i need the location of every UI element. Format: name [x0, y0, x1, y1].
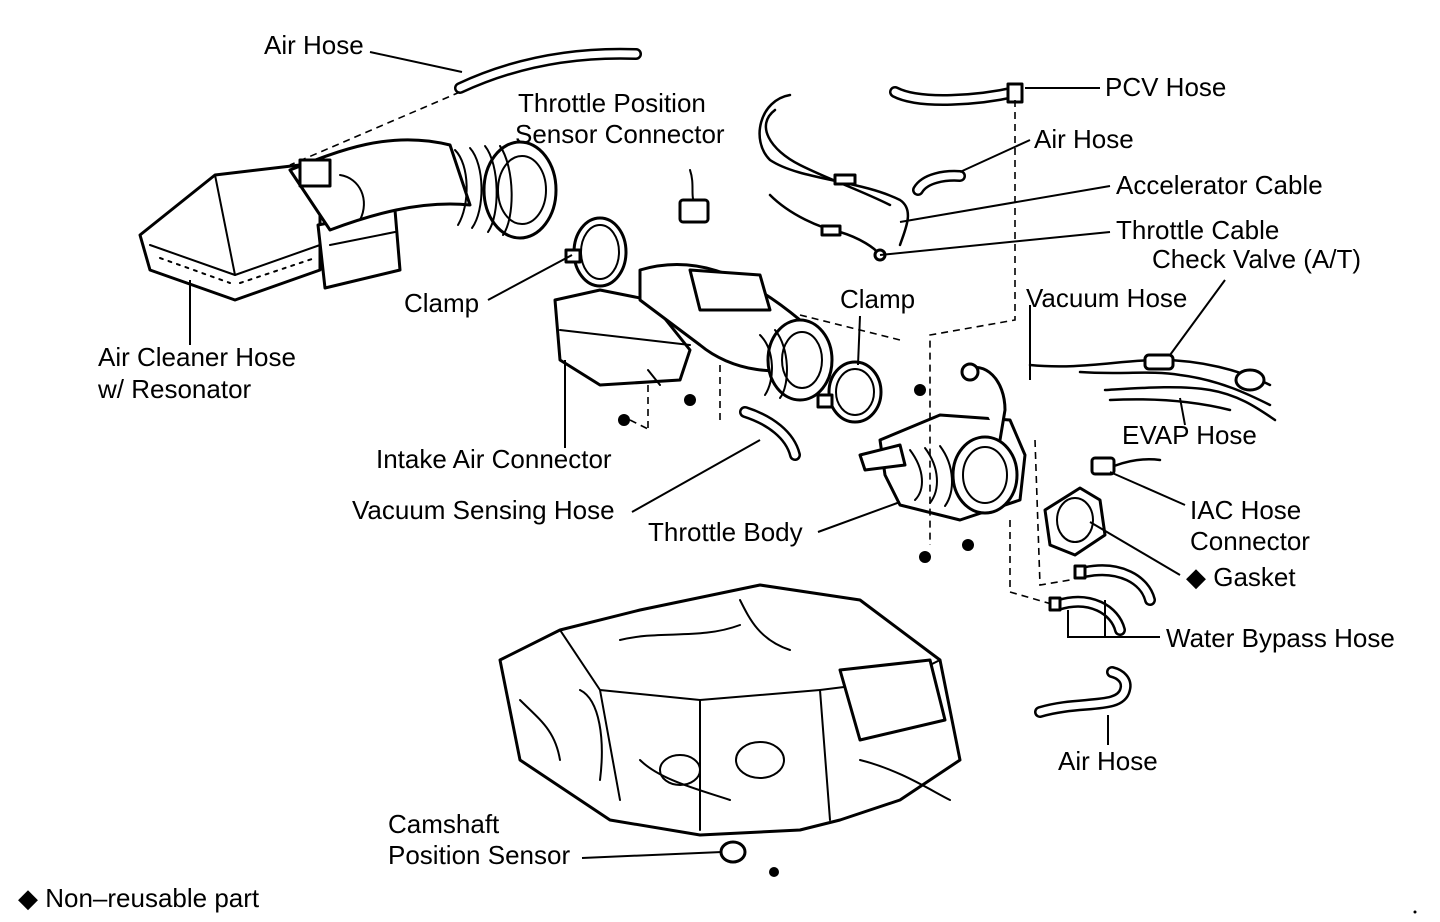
vacuum-hose-bundle-part	[1028, 353, 1277, 422]
label-check-valve: Check Valve (A/T)	[1152, 244, 1361, 274]
air-hose-top-part	[454, 47, 642, 94]
label-air-hose-right: Air Hose	[1034, 124, 1134, 154]
legend-non-reusable-part: ◆ Non–reusable part	[18, 883, 260, 913]
leader-lines	[189, 51, 1226, 859]
camshaft-sensor-part	[719, 840, 779, 877]
label-clamp-left: Clamp	[404, 288, 479, 318]
label-throttle-body: Throttle Body	[648, 517, 803, 547]
label-air-hose-top: Air Hose	[264, 30, 364, 60]
label-tps-connector-line1: Throttle Position	[518, 88, 706, 118]
vacuum-sensing-hose-part	[739, 406, 801, 461]
label-accelerator-cable: Accelerator Cable	[1116, 170, 1323, 200]
pcv-hose-part	[889, 82, 1024, 106]
throttle-body-part	[858, 362, 1027, 522]
label-vacuum-sensing-hose: Vacuum Sensing Hose	[352, 495, 615, 525]
air-cleaner-hose-part	[138, 138, 558, 302]
engine-part	[498, 583, 962, 837]
label-clamp-right: Clamp	[840, 284, 915, 314]
air-hose-right-part	[912, 169, 966, 196]
accelerator-cable-part	[758, 93, 910, 262]
label-iac-hose-connector-line1: IAC Hose	[1190, 495, 1301, 525]
assembly-dashed-lines	[289, 91, 1071, 606]
label-gasket: ◆ Gasket	[1186, 562, 1296, 592]
bolts	[618, 384, 1417, 914]
label-water-bypass-hose: Water Bypass Hose	[1166, 623, 1395, 653]
label-camshaft-sensor-line1: Camshaft	[388, 809, 500, 839]
label-vacuum-hose: Vacuum Hose	[1026, 283, 1187, 313]
air-hose-bottom-part	[1034, 666, 1132, 718]
label-iac-hose-connector-line2: Connector	[1190, 526, 1310, 556]
iac-hose-connector-part	[1090, 456, 1162, 476]
clamp-right-part	[816, 360, 883, 424]
label-camshaft-sensor-line2: Position Sensor	[388, 840, 570, 870]
water-bypass-hose-part	[1048, 564, 1156, 636]
label-air-cleaner-hose-line1: Air Cleaner Hose	[98, 342, 296, 372]
clamp-left-part	[564, 216, 628, 288]
label-air-cleaner-hose-line2: w/ Resonator	[97, 374, 252, 404]
label-throttle-cable: Throttle Cable	[1116, 215, 1279, 245]
label-tps-connector-line2: Sensor Connector	[515, 119, 725, 149]
label-pcv-hose: PCV Hose	[1105, 72, 1226, 102]
label-air-hose-bottom: Air Hose	[1058, 746, 1158, 776]
label-evap-hose: EVAP Hose	[1122, 420, 1257, 450]
tps-connector-part	[678, 169, 710, 224]
label-intake-air-connector: Intake Air Connector	[376, 444, 612, 474]
gasket-part	[1043, 486, 1107, 557]
intake-air-connector-part	[553, 263, 834, 402]
